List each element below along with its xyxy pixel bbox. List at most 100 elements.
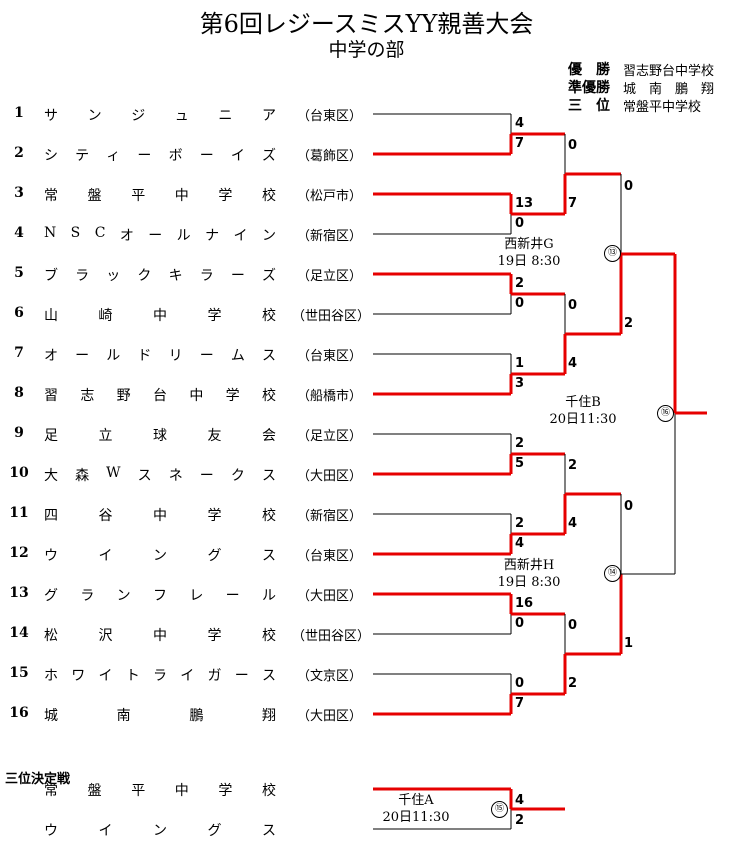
score-round1: 2: [515, 436, 525, 451]
team-name: グランフレール: [44, 588, 276, 604]
team-ward: （世田谷区）: [292, 629, 371, 644]
team-number: 14: [9, 625, 29, 641]
team-number: 8: [14, 385, 24, 401]
venue-label: 西新井H 19日 8:30: [493, 557, 565, 591]
score-round1: 7: [515, 136, 525, 151]
score-semifinal: 0: [624, 499, 634, 514]
result-value: 城 南 鵬 翔: [623, 82, 715, 97]
score-round1: 13: [515, 196, 534, 211]
team-ward: （世田谷区）: [292, 309, 371, 324]
result-label: 三 位: [568, 98, 610, 114]
score-round1: 0: [515, 676, 525, 691]
score-round1: 4: [515, 116, 525, 131]
team-ward: （足立区）: [296, 269, 362, 284]
score-round2: 0: [568, 298, 578, 313]
score-round1: 0: [515, 616, 525, 631]
score-round1: 4: [515, 536, 525, 551]
score-round1: 16: [515, 596, 534, 611]
score-round1: 0: [515, 216, 525, 231]
team-number: 16: [9, 705, 29, 721]
team-name: オールドリームス: [44, 348, 276, 364]
team-ward: （大田区）: [296, 589, 362, 604]
score-round2: 2: [568, 676, 578, 691]
game-number: ⑮: [491, 801, 508, 818]
result-label: 準優勝: [568, 80, 610, 96]
team-ward: （船橋市）: [296, 389, 362, 404]
score-round2: 0: [568, 618, 578, 633]
team-number: 10: [9, 465, 29, 481]
team-number: 3: [14, 185, 24, 201]
team-name: 城南鵬翔: [44, 708, 276, 724]
score-round1: 0: [515, 296, 525, 311]
team-number: 5: [14, 265, 24, 281]
venue-name: 千住B: [565, 395, 601, 410]
page-title: 第6回レジースミスYY親善大会: [199, 10, 534, 38]
score-round1: 5: [515, 456, 525, 471]
venue-time: 19日 8:30: [497, 254, 561, 269]
venue-name: 西新井H: [503, 558, 555, 573]
score-semifinal: 2: [624, 316, 634, 331]
team-number: 12: [9, 545, 29, 561]
team-ward: （松戸市）: [296, 189, 362, 204]
team-name: ホワイトライガース: [44, 668, 276, 684]
team-name: ブラックキラーズ: [44, 268, 276, 284]
team-ward: （台東区）: [296, 549, 362, 564]
score-round1: 2: [515, 276, 525, 291]
score-round2: 4: [568, 356, 578, 371]
score-semifinal: 0: [624, 179, 634, 194]
score-round2: 4: [568, 516, 578, 531]
team-number: 2: [14, 145, 24, 161]
team-name: シティーボーイズ: [44, 148, 276, 164]
team-ward: （台東区）: [296, 109, 362, 124]
team-ward: （足立区）: [296, 429, 362, 444]
third-place-score: 4: [515, 793, 525, 808]
result-value: 習志野台中学校: [623, 64, 715, 79]
result-value: 常盤平中学校: [623, 100, 702, 115]
third-place-team: ウイングス: [44, 823, 276, 839]
team-name: 足立球友会: [44, 428, 276, 444]
third-place-venue: 千住A 20日11:30: [378, 792, 454, 826]
venue-time: 19日 8:30: [497, 575, 561, 590]
score-round1: 7: [515, 696, 525, 711]
team-number: 7: [14, 345, 24, 361]
third-place-title: 三位決定戦: [5, 772, 71, 787]
score-round1: 3: [515, 376, 525, 391]
team-number: 15: [9, 665, 29, 681]
team-number: 1: [14, 105, 24, 121]
score-round2: 0: [568, 138, 578, 153]
game-number: ⑯: [657, 405, 674, 422]
score-round2: 2: [568, 458, 578, 473]
team-ward: （大田区）: [296, 709, 362, 724]
game-number: ⑬: [604, 245, 621, 262]
venue-time: 20日11:30: [549, 412, 617, 427]
score-round1: 2: [515, 516, 525, 531]
team-name: 山崎中学校: [44, 308, 276, 324]
team-ward: （大田区）: [296, 469, 362, 484]
team-name: サンジュニア: [44, 108, 276, 124]
team-number: 9: [14, 425, 24, 441]
score-round1: 1: [515, 356, 525, 371]
game-number: ⑭: [604, 565, 621, 582]
team-number: 13: [9, 585, 29, 601]
score-semifinal: 1: [624, 636, 634, 651]
team-ward: （葛飾区）: [296, 149, 362, 164]
page-subtitle: 中学の部: [328, 39, 405, 61]
venue-time: 20日11:30: [382, 810, 450, 825]
team-ward: （新宿区）: [296, 509, 362, 524]
team-number: 11: [9, 505, 29, 521]
team-name: 四谷中学校: [44, 508, 276, 524]
team-ward: （文京区）: [296, 669, 362, 684]
team-number: 4: [14, 225, 24, 241]
result-label: 優 勝: [568, 62, 610, 78]
score-round2: 7: [568, 196, 578, 211]
venue-label: 千住B 20日11:30: [545, 394, 621, 428]
team-number: 6: [14, 305, 24, 321]
team-name: 習志野台中学校: [44, 388, 276, 404]
team-name: ウイングス: [44, 548, 276, 564]
third-place-score: 2: [515, 813, 525, 828]
venue-name: 千住A: [398, 793, 434, 808]
